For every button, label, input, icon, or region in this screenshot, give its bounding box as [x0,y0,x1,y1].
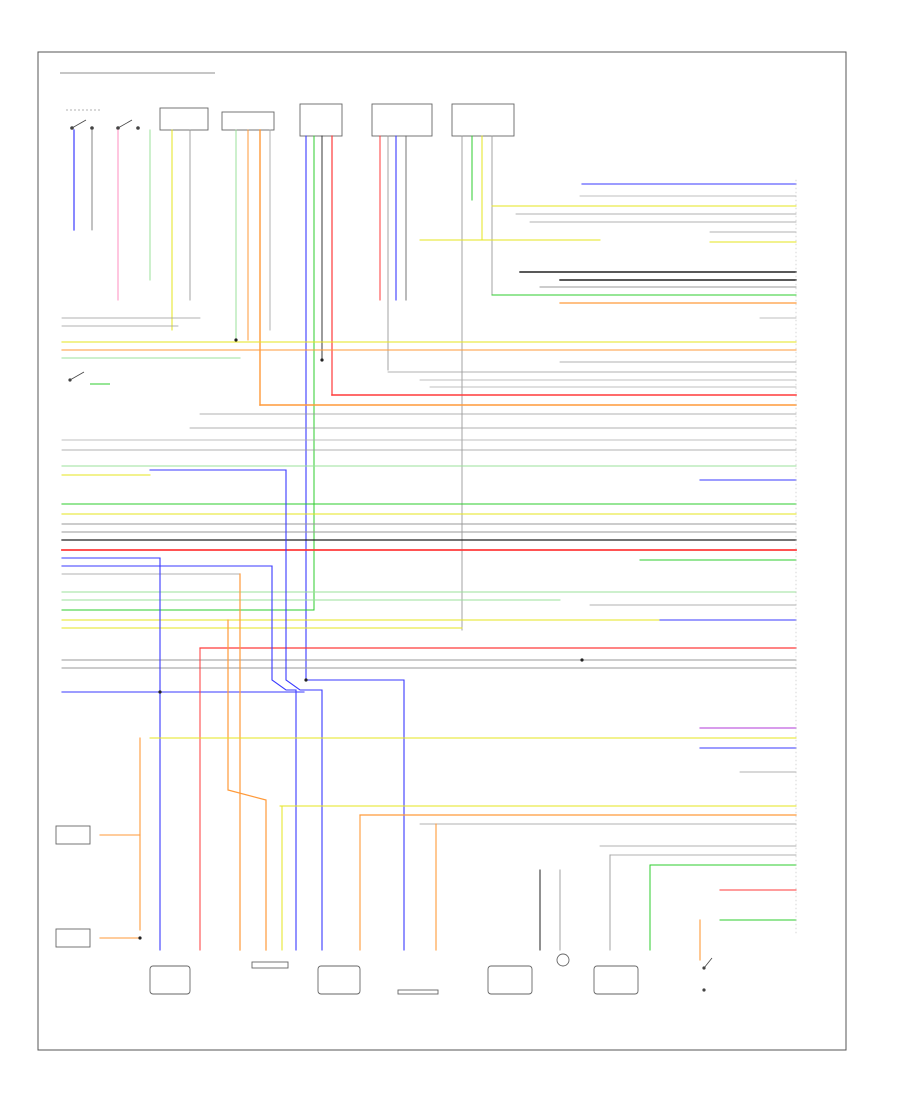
top-component-sensor-5 [299,103,343,137]
top-component-group [60,72,515,137]
bottom-component-4 [397,989,439,995]
bottom-component-7 [593,965,639,995]
bottom-component-5 [487,965,533,995]
wire-group [61,129,797,961]
top-component-switch-1 [60,72,215,130]
left-component-sensor-2 [55,928,91,948]
bottom-component-group [149,953,713,995]
top-component-module-3 [159,107,209,131]
left-component-group [55,371,110,948]
bottom-component-8 [702,957,713,992]
bottom-component-1 [149,965,191,995]
bottom-component-2 [251,961,289,969]
top-component-switch-2 [116,119,140,130]
left-switch [68,371,110,385]
top-component-sensor-7 [451,103,515,137]
bottom-component-3 [317,965,361,995]
left-component-sensor-1 [55,825,91,845]
bottom-component-6 [556,953,570,967]
top-component-module-4 [221,111,275,131]
diagram-frame [37,51,847,1051]
junction-dot-group [138,338,584,940]
top-component-sensor-6 [371,103,433,137]
